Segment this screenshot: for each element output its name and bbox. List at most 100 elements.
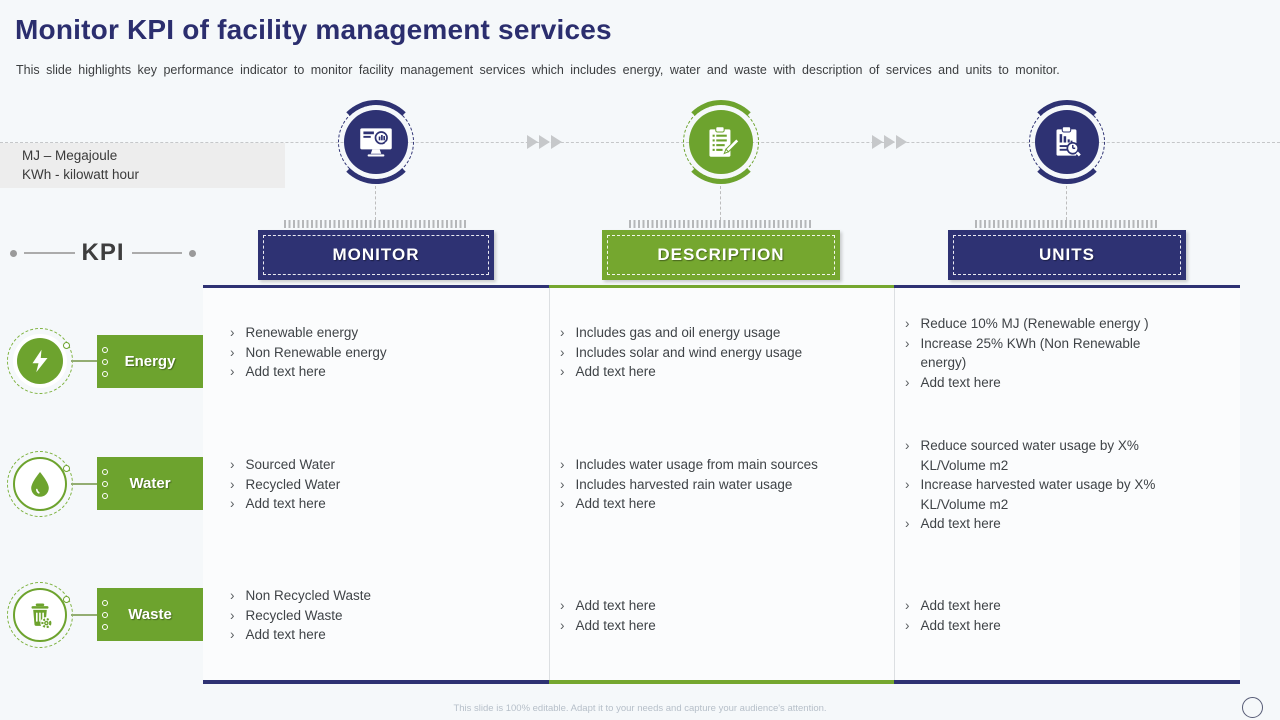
column-separator (894, 288, 895, 680)
legend-line-2: KWh - kilowatt hour (22, 167, 140, 182)
bullet-icon: › (905, 335, 910, 351)
bullet-icon: › (560, 598, 565, 613)
node-connector (1066, 186, 1067, 220)
cell-energy-monitor: ›Renewable energy ›Non Renewable energy … (230, 323, 540, 382)
row-label-text: Water (129, 475, 171, 492)
bullet-icon: › (905, 316, 910, 331)
node-arc (1025, 100, 1109, 184)
corner-circle (1242, 697, 1263, 718)
kpi-label: KPI (81, 239, 125, 266)
bullet-icon: › (560, 476, 565, 492)
cell-waste-description: ›Add text here ›Add text here (560, 596, 882, 635)
list-item: › Add text here (560, 596, 882, 616)
caption-line (24, 252, 75, 254)
list-item: ›Includes harvested rain water usage (560, 475, 882, 495)
ring-dot-icon (63, 465, 70, 472)
water-drop-icon (2, 446, 78, 522)
item-text: Add text here (575, 598, 656, 613)
item-text: Add text here (920, 516, 1001, 531)
item-text: Add text here (920, 374, 1001, 390)
ring-hole (102, 624, 108, 630)
table-border-top (894, 285, 1240, 288)
list-item: ›Add text here (905, 596, 1193, 616)
table-border-bottom (549, 680, 894, 684)
legend-line-1: MJ – Megajoule (22, 148, 118, 163)
bullet-icon: › (230, 627, 235, 642)
column-separator (549, 288, 550, 680)
list-item: ›Includes water usage from main sources (560, 455, 882, 475)
node-dashed-ring (683, 104, 759, 180)
bullet-icon: › (905, 617, 910, 633)
bullet-icon: › (560, 496, 565, 511)
node-dashed-ring (1029, 104, 1105, 180)
list-item: ›Add text here (230, 362, 540, 382)
bullet-icon: › (905, 477, 910, 492)
icon-white-circle (13, 588, 67, 642)
caption-line (131, 252, 183, 254)
list-item: ›Add text here (905, 616, 1193, 636)
item-text: Add text here (245, 364, 326, 379)
item-text: Add text here (575, 496, 656, 511)
step-node-units (1025, 100, 1109, 184)
list-item: ›Includes gas and oil energy usage (560, 323, 882, 343)
item-text: Includes gas and oil energy usage (575, 325, 781, 340)
bullet-icon: › (560, 364, 565, 379)
ring-hole (102, 612, 108, 618)
cell-water-monitor: ›Sourced Water ›Recycled Water ›Add text… (230, 455, 540, 514)
tick-strip (284, 220, 468, 228)
tick-strip (629, 220, 813, 228)
ring-dot-icon (63, 596, 70, 603)
item-text: Recycled Water (245, 476, 341, 492)
cell-waste-monitor: ›Non Recycled Waste ›Recycled Waste ›Add… (230, 586, 540, 645)
cell-waste-units: ›Add text here ›Add text here (905, 596, 1193, 635)
item-text: Add text here (245, 496, 326, 511)
bullet-icon: › (905, 516, 910, 531)
dot-icon (189, 249, 197, 257)
item-text: Increase harvested water usage by X% KL/… (920, 477, 1156, 512)
node-dashed-ring (338, 104, 414, 180)
column-header-monitor: MONITOR (258, 230, 494, 280)
list-item: ›Add text here (905, 373, 1193, 393)
bullet-icon: › (230, 457, 235, 472)
row-connector (71, 360, 97, 362)
bullet-icon: › (905, 438, 910, 453)
kpi-caption: KPI (10, 236, 197, 270)
header-label: MONITOR (332, 245, 420, 264)
item-text: Add text here (245, 627, 326, 642)
step-node-monitor (334, 100, 418, 184)
table-border-top (203, 285, 549, 288)
trash-gear-icon (2, 577, 78, 653)
ring-dot-icon (63, 342, 70, 349)
row-label-water: Water (97, 457, 203, 510)
node-connector (375, 186, 376, 220)
list-item: ›Recycled Waste (230, 606, 540, 626)
item-text: Sourced Water (245, 457, 336, 472)
step-node-description (679, 100, 763, 184)
list-item: ›Add text here (560, 616, 882, 636)
item-text: Includes water usage from main sources (575, 457, 818, 472)
lightning-icon (2, 323, 78, 399)
node-connector (720, 186, 721, 220)
list-item: › Add text here (560, 362, 882, 382)
ring-hole (102, 493, 108, 499)
row-label-text: Waste (128, 606, 172, 623)
column-header-description: DESCRIPTION (602, 230, 840, 280)
bullet-icon: › (905, 598, 910, 613)
cell-water-units: › Reduce sourced water usage by X% KL/Vol… (905, 436, 1193, 534)
list-item: › Increase harvested water usage by X% KL… (905, 475, 1193, 514)
list-item: › Add text here (230, 625, 540, 645)
item-text: Add text here (575, 364, 656, 379)
list-item: ›Non Renewable energy (230, 343, 540, 363)
forward-arrows-icon (527, 135, 562, 149)
cell-energy-description: ›Includes gas and oil energy usage ›Incl… (560, 323, 882, 382)
forward-arrows-icon (872, 135, 907, 149)
node-arc (334, 100, 418, 184)
monitor-analytics-icon (344, 110, 408, 174)
item-text: Reduce sourced water usage by X% KL/Volu… (920, 438, 1139, 473)
process-connector-line (0, 142, 1280, 143)
cell-energy-units: ›Reduce 10% MJ (Renewable energy ) ›Incr… (905, 314, 1193, 392)
list-item: › Add text here (560, 494, 882, 514)
bullet-icon: › (230, 607, 235, 623)
cell-water-description: ›Includes water usage from main sources … (560, 455, 882, 514)
list-item: ›Reduce 10% MJ (Renewable energy ) (905, 314, 1193, 334)
